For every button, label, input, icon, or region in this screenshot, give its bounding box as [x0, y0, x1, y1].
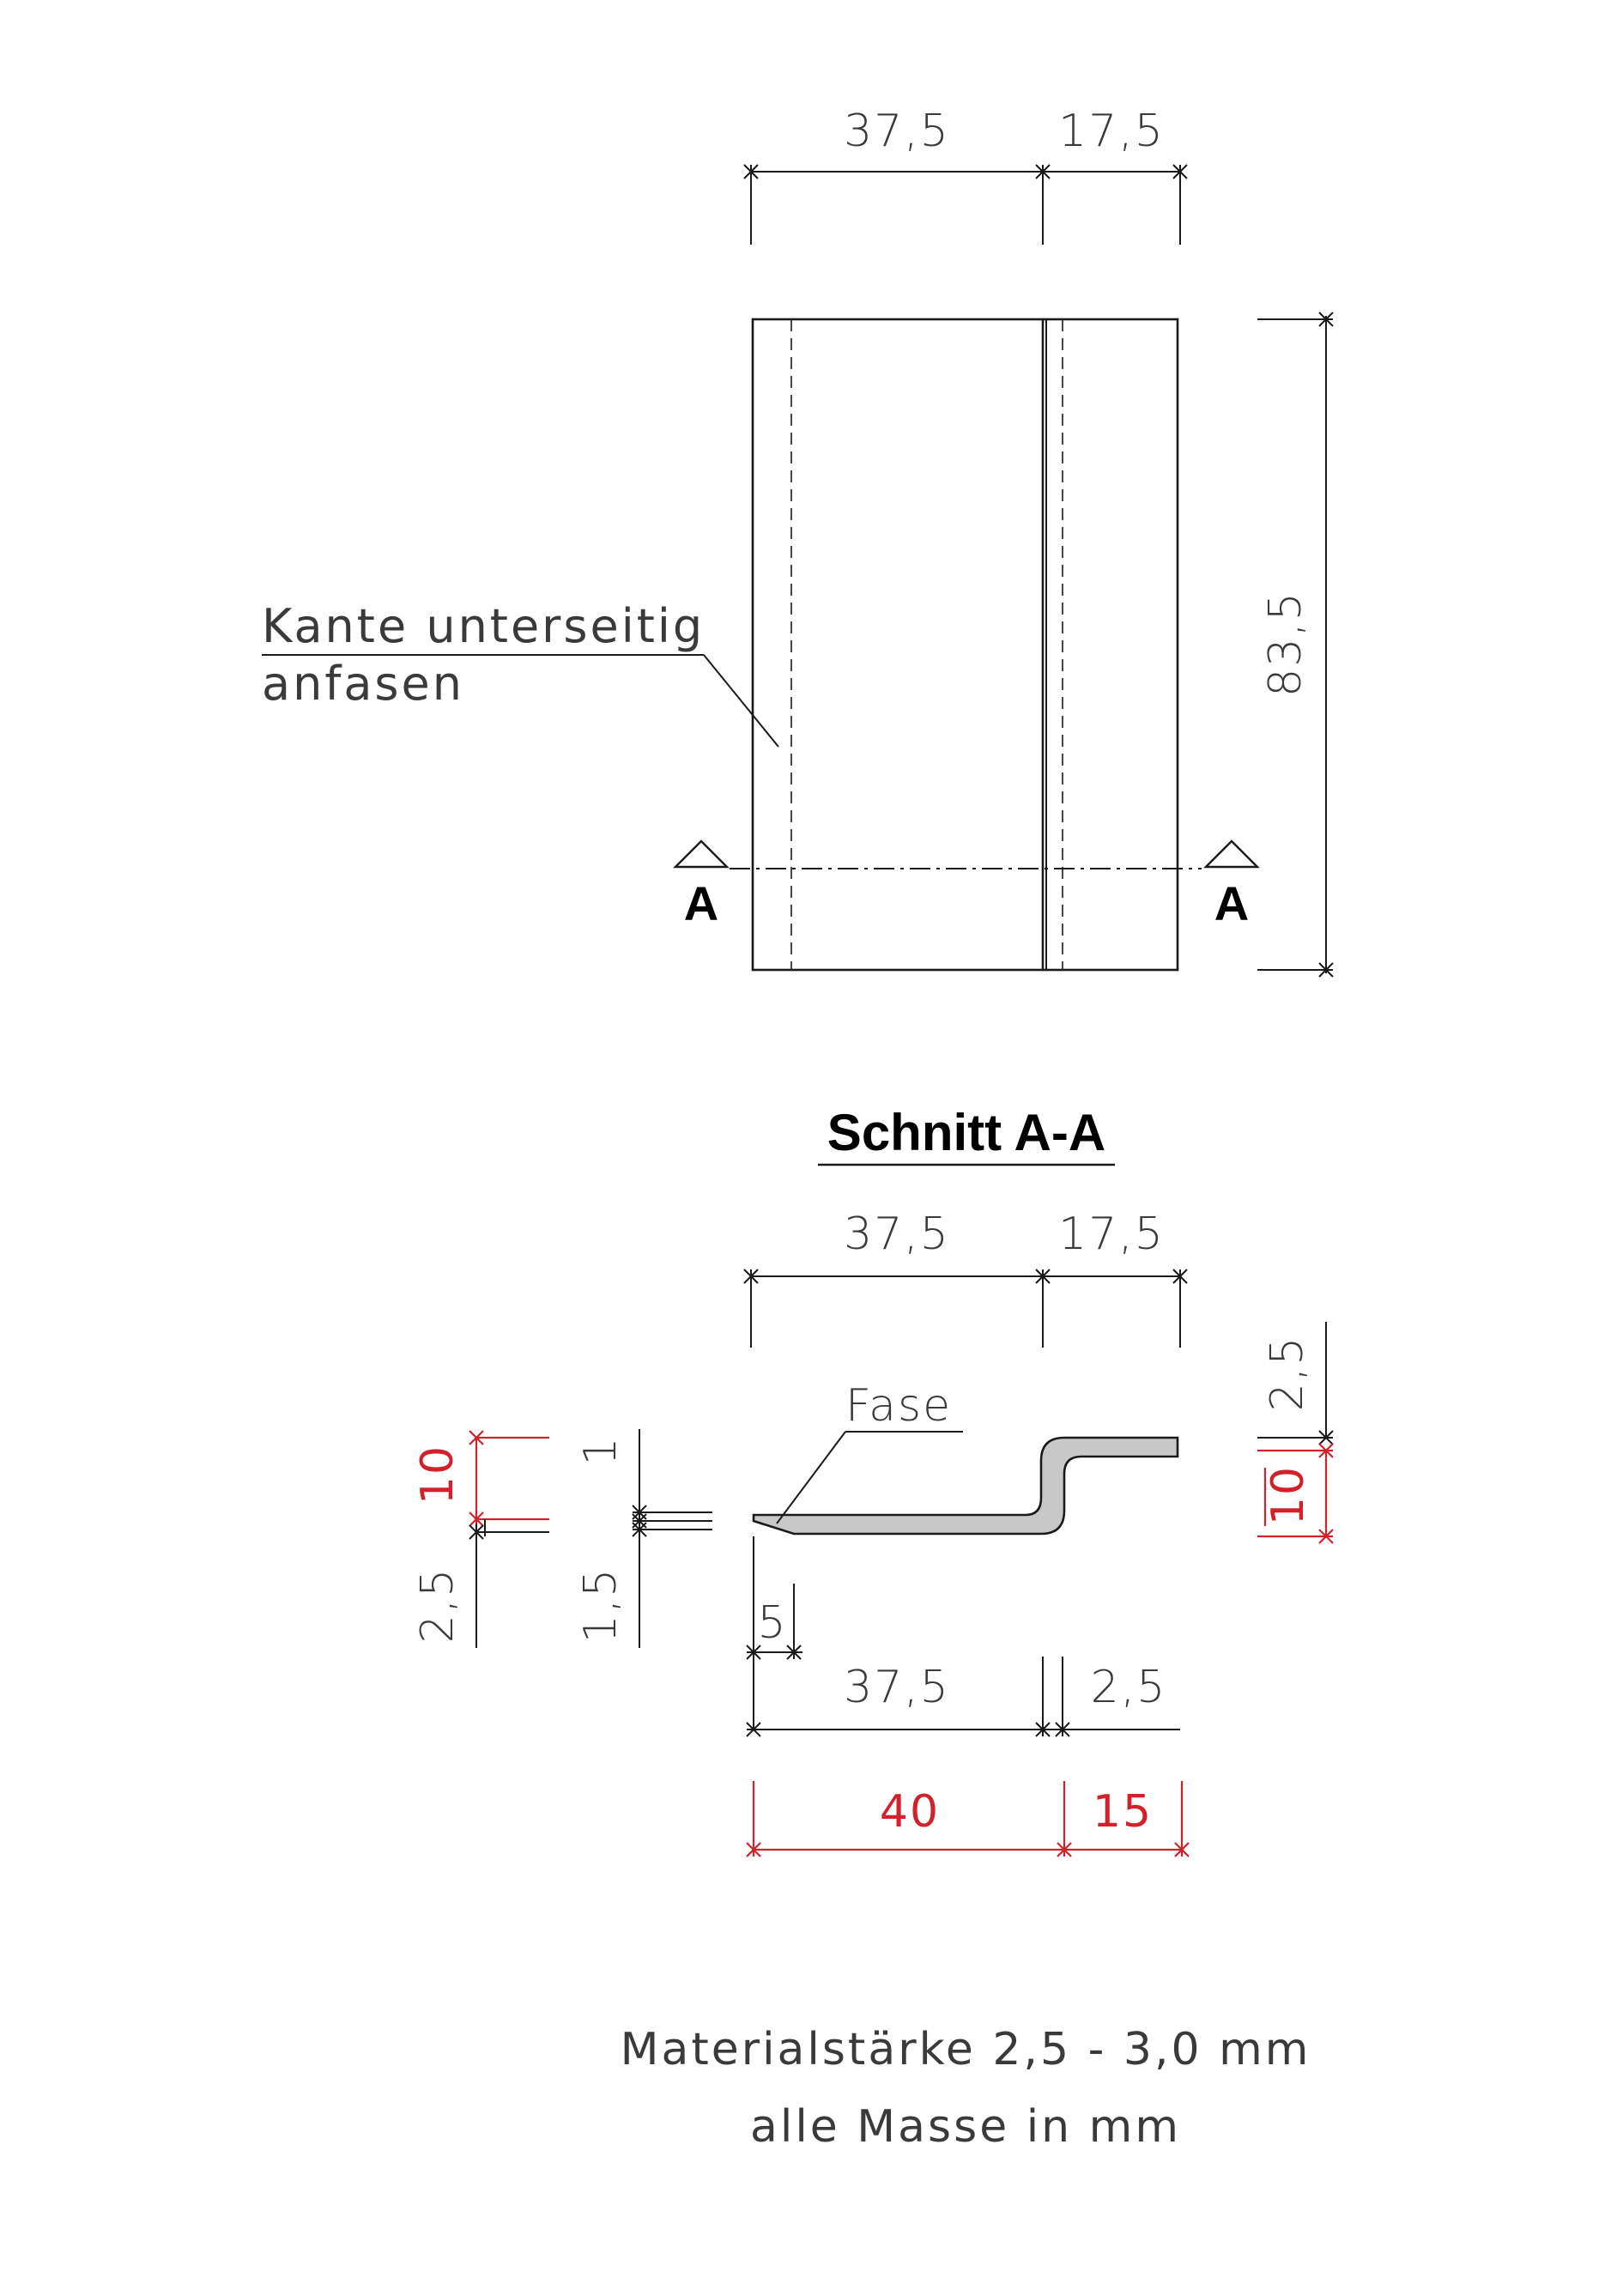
- section-right-dimension: 2,5 10: [1257, 1322, 1334, 1544]
- units-note: alle Masse in mm: [750, 2101, 1181, 2153]
- cut-marker-left-triangle: [673, 839, 730, 869]
- section-mid-top-text: 1: [575, 1435, 627, 1465]
- section-mid-dimension: 1 1,5: [575, 1429, 712, 1648]
- top-height-dimension: 83,5: [1257, 312, 1334, 978]
- section-right-top-text: 2,5: [1262, 1336, 1313, 1412]
- note-line-2: anfasen: [262, 657, 464, 711]
- section-left-red-text: 10: [412, 1445, 463, 1505]
- section-left-black-text: 2,5: [412, 1567, 463, 1644]
- section-red-dimension: 40 15: [746, 1781, 1190, 1857]
- section-top-dim-left-text: 37,5: [844, 1209, 950, 1260]
- section-bottom-dim-left-text: 37,5: [844, 1662, 950, 1713]
- top-dim-left-text: 37,5: [844, 106, 950, 157]
- top-view: 37,5 17,5 83,5 Kante unterseitig anfasen: [262, 106, 1334, 978]
- section-bottom-dimension: 37,5 2,5: [746, 1657, 1180, 1737]
- section-left-dimension: 10 2,5: [412, 1430, 549, 1648]
- note-line-1: Kante unterseitig: [262, 599, 705, 653]
- fase-callout: Fase: [776, 1380, 963, 1524]
- section-cut-line: A A: [673, 839, 1260, 930]
- section-right-red-text: 10: [1263, 1465, 1314, 1525]
- top-dim-height-text: 83,5: [1260, 591, 1311, 697]
- section-title: Schnitt A-A: [827, 1104, 1105, 1161]
- material-thickness-note: Materialstärke 2,5 - 3,0 mm: [621, 2024, 1311, 2075]
- section-red-dim-left-text: 40: [880, 1786, 940, 1838]
- section-mid-bottom-text: 1,5: [575, 1567, 627, 1644]
- chamfer-note: Kante unterseitig anfasen: [262, 599, 779, 748]
- cut-marker-right-triangle: [1203, 839, 1260, 869]
- chamfer-dimension: 5: [746, 1536, 802, 1730]
- section-profile: [752, 1436, 1179, 1536]
- footer-notes: Materialstärke 2,5 - 3,0 mm alle Masse i…: [621, 2024, 1311, 2153]
- plate-outline: [751, 318, 1179, 972]
- section-top-dimension: 37,5 17,5: [743, 1209, 1188, 1348]
- section-top-dim-right-text: 17,5: [1058, 1209, 1165, 1260]
- chamfer-dim-text: 5: [757, 1597, 787, 1649]
- top-width-dimension: 37,5 17,5: [743, 106, 1188, 245]
- section-bottom-dim-right-text: 2,5: [1091, 1662, 1167, 1713]
- section-red-dim-right-text: 15: [1093, 1786, 1153, 1838]
- top-dim-right-text: 17,5: [1058, 106, 1165, 157]
- section-view: Schnitt A-A 37,5 17,5 Fase: [412, 1104, 1334, 1857]
- cut-marker-left-letter: A: [684, 876, 718, 930]
- fase-label: Fase: [845, 1380, 952, 1432]
- cut-marker-right-letter: A: [1214, 876, 1249, 930]
